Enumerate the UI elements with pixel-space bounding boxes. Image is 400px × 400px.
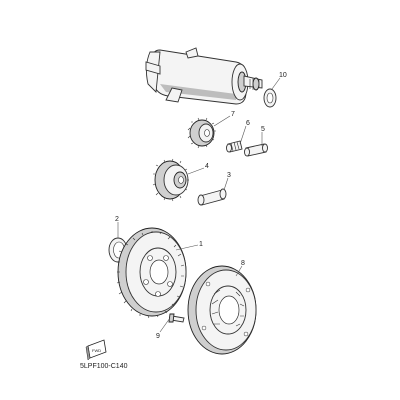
callout-3: 3 [227,172,231,179]
callouts: 10 7 6 5 4 3 2 1 8 9 [115,72,287,340]
leader-lines [117,77,281,333]
o-ring-10 [263,88,277,108]
callout-4: 4 [205,163,209,170]
starter-clutch-8 [187,265,257,355]
callout-5: 5 [261,126,265,133]
callout-2: 2 [115,216,119,223]
front-icon-text: FWD [92,348,101,353]
callout-8: 8 [241,260,245,267]
idler-gear-7 [187,117,216,149]
pin-5 [244,143,268,157]
callout-7: 7 [231,111,235,118]
pin-3 [197,188,227,206]
shaft-6 [226,140,243,153]
bolt-9 [168,313,185,323]
callout-6: 6 [246,120,250,127]
double-gear-4 [152,158,189,202]
callout-1: 1 [199,241,203,248]
callout-9: 9 [156,333,160,340]
diagram-code: 5LPF100-C140 [80,363,128,370]
starter-wheel-gear-1 [116,227,187,319]
callout-10: 10 [279,72,287,79]
starter-motor [145,47,263,105]
front-direction-icon: FWD [85,339,107,361]
